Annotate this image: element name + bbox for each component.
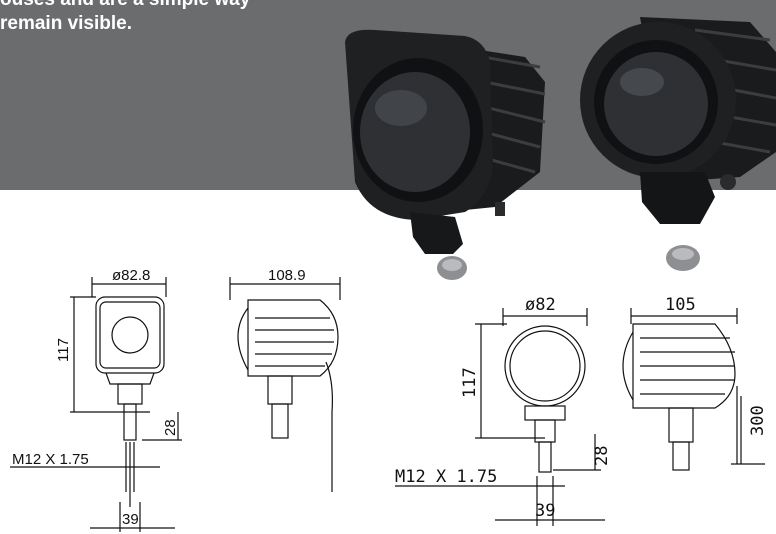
square-height-label: 117 <box>55 338 72 362</box>
square-front-view-housing <box>95 296 165 374</box>
round-length-label: 105 <box>665 295 696 315</box>
square-thread-label: M12 X 1.75 <box>12 451 89 468</box>
square-bracket-width-label: 39 <box>122 511 139 528</box>
round-diameter-label: ø82 <box>525 295 556 315</box>
square-light-bracket <box>410 212 463 254</box>
tagline-line-2: remain visible. <box>0 13 133 34</box>
square-diameter-label: ø82.8 <box>112 267 150 284</box>
tagline: ouses and are a simple way remain visible… <box>0 0 250 36</box>
round-cable-length-label: 300 <box>748 405 768 436</box>
round-bracket-height-label: 28 <box>592 446 612 466</box>
tagline-line-1: ouses and are a simple way <box>0 0 250 10</box>
round-bracket-width-label: 39 <box>535 501 555 521</box>
round-thread-label: M12 X 1.75 <box>395 467 497 487</box>
round-height-label: 117 <box>460 367 480 398</box>
round-light-bracket <box>640 172 715 224</box>
round-light-photo <box>580 17 776 271</box>
square-front-view-lens <box>111 316 149 354</box>
square-bracket-height-label: 28 <box>162 419 179 436</box>
square-side-view-housing <box>247 299 339 377</box>
square-light-photo <box>345 29 546 280</box>
square-light-dimension-drawing: ø82.8 108.9 117 28 M12 X 1.75 39 <box>10 267 341 532</box>
square-length-label: 108.9 <box>268 267 306 284</box>
round-light-dimension-drawing: ø82 105 117 28 M12 X 1.75 39 300 <box>395 295 768 526</box>
round-front-view-housing <box>504 325 586 407</box>
round-side-view-housing <box>632 323 736 409</box>
